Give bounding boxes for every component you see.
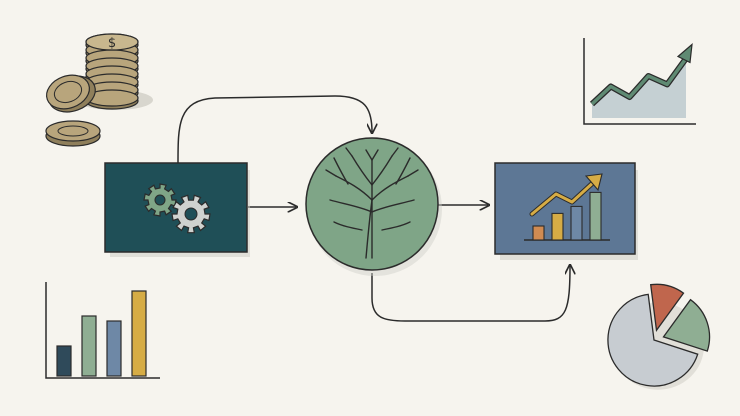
trend-axes <box>583 38 696 125</box>
bar-chart-axes <box>45 282 160 379</box>
arrow-panel-to-tree-top <box>177 95 372 164</box>
coin-lying <box>45 120 101 142</box>
connectors <box>177 95 570 322</box>
tree-icon <box>325 147 419 259</box>
trend-arrow-head <box>676 43 693 64</box>
gears-icon <box>143 183 211 234</box>
pie-slice <box>662 298 711 352</box>
growth-report-panel <box>494 162 638 260</box>
gear-small-hub <box>154 194 166 206</box>
report-bar <box>570 205 583 241</box>
bar <box>81 315 97 377</box>
gears-panel <box>104 162 250 257</box>
report-bar <box>532 225 545 241</box>
trend-up-icon <box>583 38 696 125</box>
report-bar <box>589 191 602 241</box>
pie-slice <box>649 283 685 333</box>
trend-line <box>590 57 688 106</box>
pie-chart-icon <box>607 283 711 390</box>
bar <box>106 320 122 377</box>
bar-chart-icon <box>45 282 160 379</box>
pie-slice <box>607 293 699 387</box>
report-bar <box>551 212 564 241</box>
dollar-icon: $ <box>108 36 116 51</box>
arrow-tree-to-report-bottom <box>371 266 570 322</box>
tree-node <box>305 137 442 276</box>
coin-standing-rim <box>53 80 83 104</box>
growth-report-icon <box>524 173 610 241</box>
trend-arrow-head <box>584 173 603 192</box>
coin-stack-icon: $ <box>45 33 153 147</box>
coin-lying-rim <box>57 125 89 137</box>
gear-large-hub <box>184 207 198 221</box>
bar <box>56 345 72 377</box>
trend-arrow <box>530 178 598 216</box>
coin-top <box>85 33 139 51</box>
bar <box>131 290 147 377</box>
